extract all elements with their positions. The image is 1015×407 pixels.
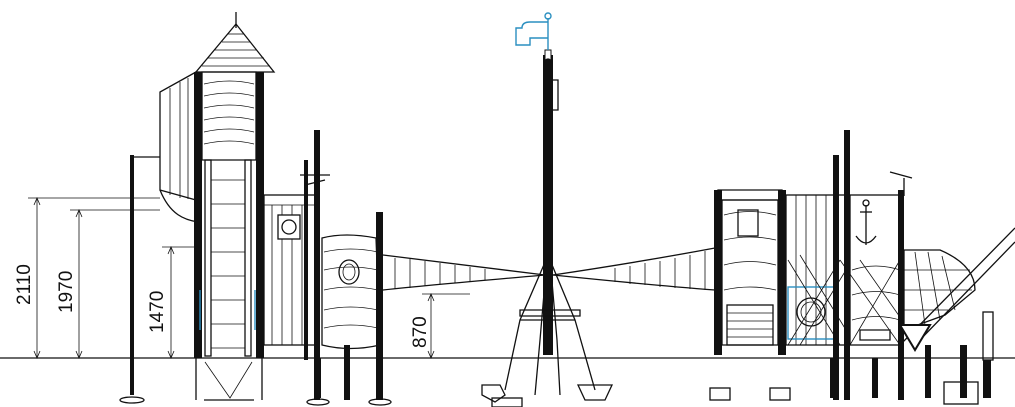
right-slide — [898, 227, 1015, 405]
barrel-hull — [321, 212, 392, 406]
dimension-label-1970: 1970 — [56, 271, 77, 313]
barrel-porthole-icon — [338, 259, 360, 285]
rope-bridge-right — [552, 247, 716, 291]
central-mast — [481, 12, 614, 407]
left-deck — [263, 130, 330, 406]
right-tower — [709, 189, 791, 401]
dimension-1470: 1470 — [147, 245, 200, 360]
anchor-icon — [855, 199, 877, 245]
right-ship — [785, 130, 976, 400]
dimension-label-870: 870 — [410, 316, 431, 348]
dimension-2110: 2110 — [14, 196, 160, 360]
porthole-icon — [787, 286, 835, 340]
dimension-870: 870 — [410, 292, 470, 360]
left-tower — [159, 12, 276, 401]
rope-bridge-left — [382, 254, 546, 291]
dimension-1970: 1970 — [56, 208, 160, 360]
left-pole — [119, 155, 160, 404]
dimension-label-1470: 1470 — [147, 291, 168, 333]
flag-icon — [515, 12, 552, 50]
porthole-icon — [277, 214, 301, 240]
dimension-label-2110: 2110 — [14, 264, 35, 305]
